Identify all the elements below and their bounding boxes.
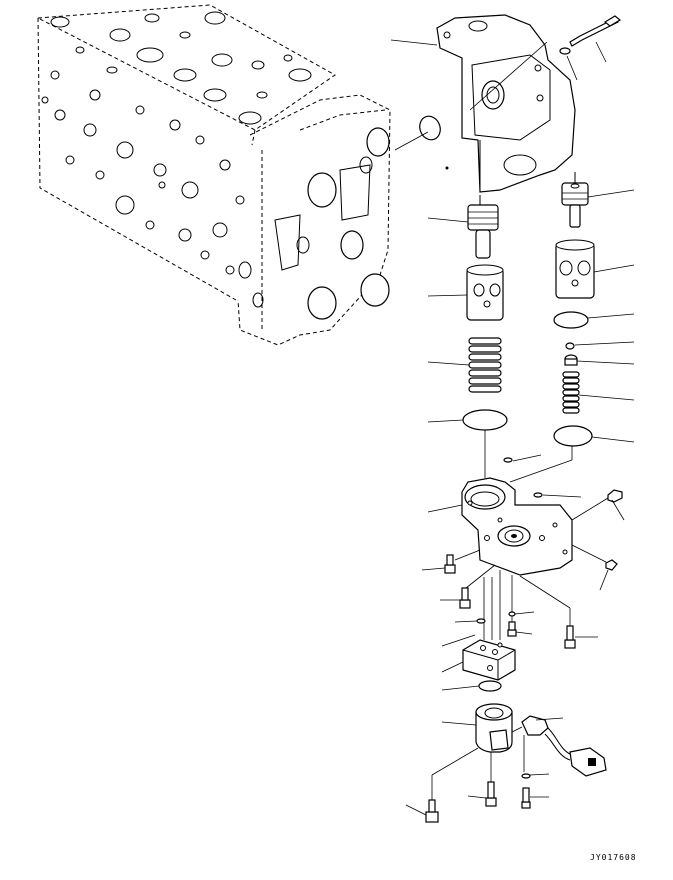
cover-bolt-left: [421, 549, 481, 574]
mounting-bolt-top: [559, 15, 622, 55]
drawing-code: JY017608: [590, 853, 637, 862]
plug: [564, 354, 635, 366]
cover-screw-right: [571, 544, 618, 591]
right-sleeve: [555, 239, 635, 299]
cover-screw-top-right: [571, 489, 625, 521]
right-spool: [561, 172, 635, 228]
solenoid-bolt-right: [521, 787, 549, 809]
right-gasket: [553, 425, 593, 447]
solenoid-bolt-mid: [467, 752, 497, 807]
o-ring-housing: [419, 115, 441, 141]
left-sleeve: [427, 264, 504, 321]
left-spool: [427, 195, 499, 259]
connector-cable: [511, 715, 607, 777]
left-gasket: [462, 409, 508, 431]
block-port-holes: [41, 11, 312, 275]
cover-small-bolt: [507, 575, 533, 637]
solenoid-coil: [431, 703, 513, 800]
adapter-block: [441, 570, 516, 681]
right-o-ring: [553, 311, 589, 329]
valve-housing: [436, 14, 576, 193]
small-seal: [508, 611, 516, 617]
right-spring: [562, 371, 635, 414]
small-o-ring: [565, 342, 575, 350]
end-plate-bosses: [238, 127, 390, 320]
control-valve-block: [36, 4, 391, 346]
connector-washer: [521, 773, 531, 779]
solenoid-o-ring: [478, 680, 502, 692]
solenoid-bolt-left: [405, 799, 439, 823]
left-spring: [427, 337, 502, 393]
cover-bolt-bottom-right: [519, 575, 598, 649]
cover-bolt-mid: [440, 564, 496, 609]
valve-cover: [427, 430, 582, 576]
